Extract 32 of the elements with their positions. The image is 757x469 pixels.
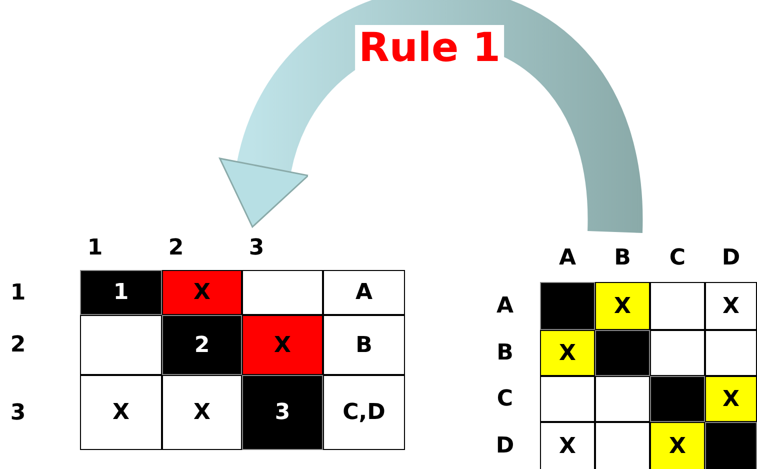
edge-label: Rule 1 xyxy=(354,25,504,71)
matrix-cell: X xyxy=(595,282,650,330)
matrix-cell: X xyxy=(540,422,595,469)
matrix-cell: C,D xyxy=(323,375,405,450)
matrix-cell: X xyxy=(705,282,757,330)
column-header: A xyxy=(558,246,576,270)
row-header: 2 xyxy=(10,332,26,358)
matrix-cell: B xyxy=(323,315,405,375)
matrix-cell: X xyxy=(242,315,323,375)
column-header: D xyxy=(722,246,740,270)
matrix-cell: 3 xyxy=(242,375,323,450)
matrix-cell: A xyxy=(323,270,405,315)
matrix-cell: X xyxy=(162,270,242,315)
matrix-cell: 1 xyxy=(80,270,162,315)
column-header: 1 xyxy=(87,236,103,260)
row-header: D xyxy=(496,434,514,458)
row-header: 1 xyxy=(10,280,26,305)
column-header: 2 xyxy=(168,236,184,260)
column-header: C xyxy=(669,246,686,270)
row-header: B xyxy=(496,340,514,366)
matrix-cell: 2 xyxy=(162,315,242,375)
row-header: 3 xyxy=(10,400,26,425)
matrix-cell: X xyxy=(650,422,705,469)
matrix-cell: X xyxy=(540,330,595,376)
row-header: C xyxy=(496,386,514,412)
matrix-cell: X xyxy=(705,376,757,422)
row-header: A xyxy=(496,294,514,318)
curved-arrow xyxy=(220,0,642,234)
matrix-cell: X xyxy=(80,375,162,450)
matrix-cell: X xyxy=(162,375,242,450)
column-header: B xyxy=(614,246,631,270)
column-header: 3 xyxy=(248,236,264,260)
